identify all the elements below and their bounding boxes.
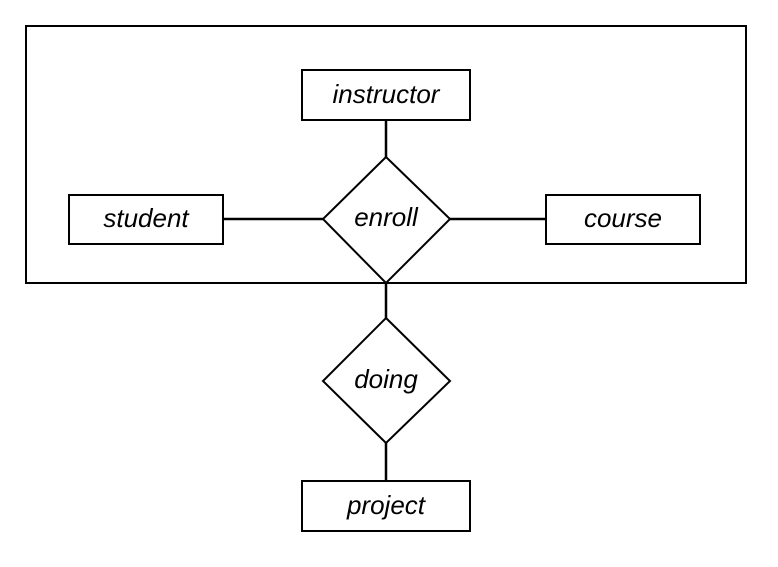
relationship-doing-label: doing [354, 364, 418, 394]
entity-instructor-box [301, 69, 471, 121]
entity-project: project [301, 480, 471, 532]
entity-instructor-label: instructor [333, 79, 441, 109]
relationship-enroll-label: enroll [354, 202, 419, 232]
entity-course-label: course [584, 203, 662, 233]
entity-project-box [301, 480, 471, 532]
entity-project-label: project [346, 490, 427, 520]
relationship-doing-diamond [321, 316, 452, 445]
entity-student-box [68, 194, 224, 245]
relationship-doing: doing [321, 316, 452, 445]
entity-course-box [545, 194, 701, 245]
entity-student-label: student [103, 203, 190, 233]
entity-course: course [545, 194, 701, 245]
relationship-enroll: enroll [321, 155, 452, 285]
entity-student: student [68, 194, 224, 245]
entity-instructor: instructor [301, 69, 471, 121]
relationship-enroll-diamond [321, 155, 452, 285]
